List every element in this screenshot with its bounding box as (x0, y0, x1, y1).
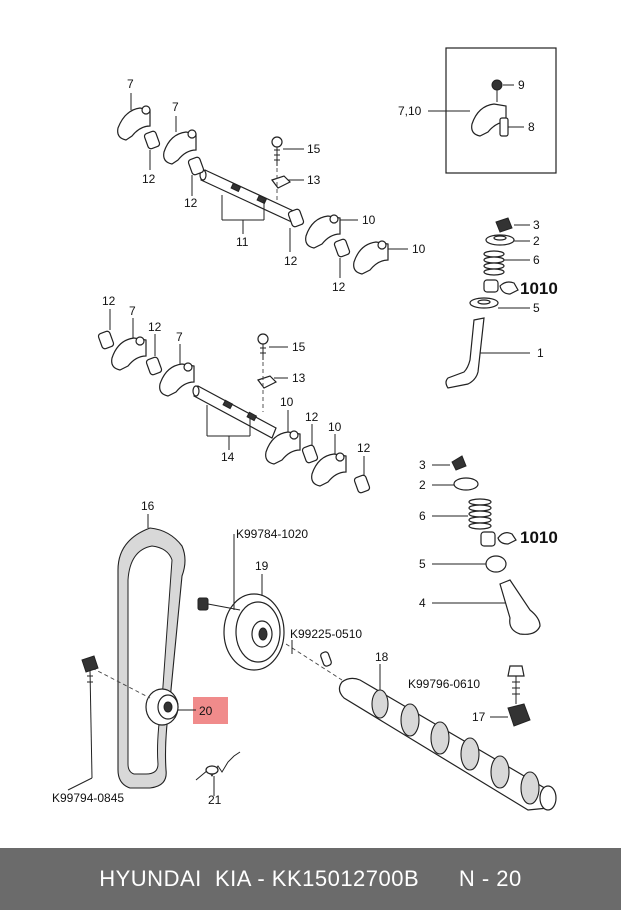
callout-10b: 10 (412, 242, 426, 256)
footer-part-number: HYUNDAI KIA - KK15012700B N - 20 (99, 866, 522, 891)
callout-12d: 12 (332, 280, 346, 294)
lower-valve-assembly (432, 455, 541, 635)
highlight-box-20 (193, 697, 228, 724)
callout-10c: 10 (280, 395, 294, 409)
callout-11: 11 (236, 235, 249, 249)
callout-16: 16 (141, 499, 155, 513)
callout-9: 9 (518, 78, 525, 92)
callout-8: 8 (528, 120, 535, 134)
callout-12a: 12 (142, 172, 156, 186)
timing-belt-assembly (67, 514, 557, 811)
callout-5a: 5 (533, 301, 540, 315)
callout-13a: 13 (307, 173, 321, 187)
callout-10d: 10 (328, 420, 342, 434)
callout-1: 1 (537, 346, 544, 360)
callout-7c: 7 (129, 304, 136, 318)
callout-17: 17 (472, 710, 486, 724)
callout-7b: 7 (172, 100, 179, 114)
callout-12h: 12 (357, 441, 371, 455)
callout-12e: 12 (102, 294, 116, 308)
callout-4: 4 (419, 596, 426, 610)
callout-3b: 3 (419, 458, 426, 472)
callout-3a: 3 (533, 218, 540, 232)
callout-13b: 13 (292, 371, 306, 385)
upper-valve-assembly (445, 217, 530, 389)
callout-7-10: 7,10 (398, 104, 422, 118)
callout-k99225-0510: K99225-0510 (290, 627, 362, 641)
callout-6a: 6 (533, 253, 540, 267)
callout-labels: 7 7 12 12 15 13 11 12 10 12 10 7,10 9 8 … (52, 77, 558, 807)
callout-7a: 7 (127, 77, 134, 91)
callout-12b: 12 (184, 196, 198, 210)
callout-12g: 12 (305, 410, 319, 424)
footer-bar: HYUNDAI KIA - KK15012700B N - 20 (0, 848, 621, 910)
callout-12f: 12 (148, 320, 162, 334)
callout-12c: 12 (284, 254, 298, 268)
callout-5b: 5 (419, 557, 426, 571)
callout-2a: 2 (533, 234, 540, 248)
callout-7d: 7 (176, 330, 183, 344)
callout-18: 18 (375, 650, 389, 664)
callout-21: 21 (208, 793, 222, 807)
callout-10a: 10 (362, 213, 376, 227)
callout-19: 19 (255, 559, 269, 573)
callout-k99784-1020: K99784-1020 (236, 527, 308, 541)
callout-k99794-0845: K99794-0845 (52, 791, 124, 805)
callout-15a: 15 (307, 142, 321, 156)
callout-6b: 6 (419, 509, 426, 523)
callout-2b: 2 (419, 478, 426, 492)
callout-1010b: 1010 (520, 528, 558, 547)
callout-20: 20 (199, 704, 213, 718)
callout-k99796-0610: K99796-0610 (408, 677, 480, 691)
inset-box (428, 47, 557, 174)
callout-15b: 15 (292, 340, 306, 354)
lower-rocker-assembly (97, 309, 371, 494)
callout-14: 14 (221, 450, 235, 464)
upper-rocker-assembly (117, 93, 408, 278)
parts-diagram: 7 7 12 12 15 13 11 12 10 12 10 7,10 9 8 … (52, 47, 558, 811)
callout-1010a: 1010 (520, 279, 558, 298)
